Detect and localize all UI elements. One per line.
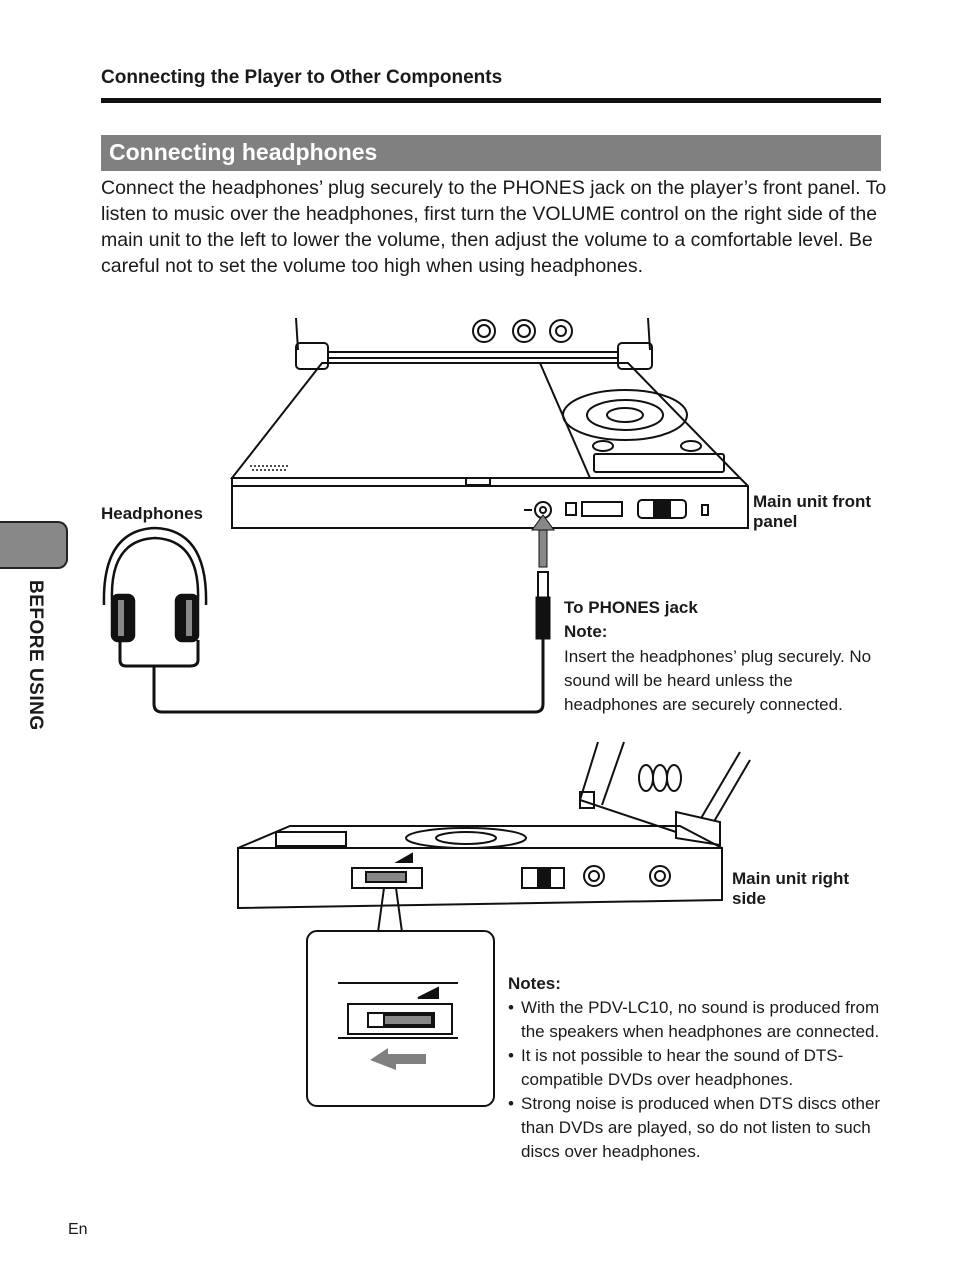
- player-right-side-illustration: [237, 741, 751, 933]
- notes-list: With the PDV-LC10, no sound is produced …: [508, 996, 890, 1164]
- title-bar: [101, 135, 881, 171]
- list-item: Strong noise is produced when DTS discs …: [508, 1092, 890, 1164]
- player-front-illustration: [229, 317, 749, 529]
- list-item: With the PDV-LC10, no sound is produced …: [508, 996, 890, 1044]
- intro-paragraph: Connect the headphones’ plug securely to…: [101, 177, 887, 277]
- language-indicator: En: [68, 1221, 88, 1238]
- notes-title: Notes:: [508, 974, 561, 993]
- headphone-cable: [118, 571, 551, 714]
- note-text: Insert the headphones’ plug securely. No…: [564, 647, 872, 714]
- arrow-up-icon: [531, 514, 555, 568]
- side-tab: [0, 521, 68, 569]
- list-item: It is not possible to hear the sound of …: [508, 1044, 890, 1092]
- right-side-label: Main unit right side: [732, 869, 850, 908]
- arrow-left-icon: [370, 1048, 426, 1070]
- headphones-icon: [102, 526, 208, 643]
- header-rule: [101, 98, 881, 103]
- phones-jack-label: To PHONES jack: [564, 598, 698, 617]
- page-title: Connecting headphones: [109, 139, 378, 165]
- note-title: Note:: [564, 622, 608, 641]
- headphones-label: Headphones: [101, 504, 204, 523]
- volume-inset: [306, 930, 495, 1107]
- front-panel-label: Main unit front panel: [753, 492, 872, 531]
- section-header: Connecting the Player to Other Component…: [101, 67, 503, 88]
